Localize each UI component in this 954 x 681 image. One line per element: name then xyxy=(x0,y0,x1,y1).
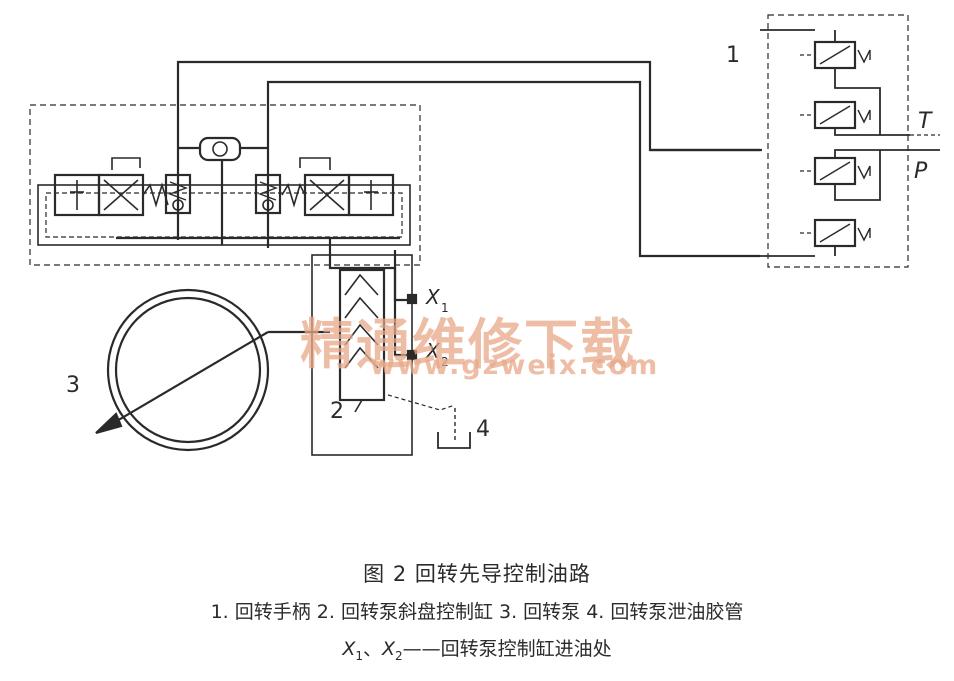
callout-1: 1 xyxy=(726,43,740,68)
figure-title: 图 2 回转先导控制油路 xyxy=(363,562,591,586)
callout-2: 2 xyxy=(330,399,344,424)
figure-legend: 1. 回转手柄 2. 回转泵斜盘控制缸 3. 回转泵 4. 回转泵泄油胶管 xyxy=(210,601,744,623)
shuttle-valve xyxy=(198,136,242,162)
callout-4: 4 xyxy=(476,417,490,442)
callout-3: 3 xyxy=(66,373,80,398)
port-note-x1: X xyxy=(342,638,356,660)
drain-channel-inner xyxy=(45,192,403,238)
port-note-sep: 、 xyxy=(362,638,382,660)
port-x1-sub: 1 xyxy=(441,301,449,315)
left-proportional-valve xyxy=(53,157,169,217)
left-check-valve xyxy=(164,173,192,215)
pump-inner-circle xyxy=(114,296,262,444)
valve-block-outline xyxy=(29,104,421,266)
port-x2-sub: 2 xyxy=(441,355,449,369)
left-check-body xyxy=(164,173,192,215)
shuttle-body xyxy=(198,136,242,162)
right-check-valve xyxy=(254,173,282,215)
watermark-chinese: 精通维修下载 xyxy=(300,313,636,376)
pilot-handle-block xyxy=(760,14,940,268)
reducing-valve-4 xyxy=(813,218,871,248)
port-x2-label: X xyxy=(425,339,441,363)
drain-tank xyxy=(437,408,471,449)
port-note-x2: X xyxy=(382,638,396,660)
handle-block-outline xyxy=(767,14,909,268)
pump-arrow-head xyxy=(95,412,123,435)
port-note-sub1: 1 xyxy=(355,648,363,663)
swing-pump xyxy=(95,288,270,452)
port-t-label: T xyxy=(918,109,933,134)
reducing-valve-1 xyxy=(813,40,871,70)
watermark-url: www.gzweix.com xyxy=(370,350,660,381)
port-note-sub2: 2 xyxy=(395,648,403,663)
diagram-labels: 1 2 3 4 T P X 1 X 2 xyxy=(66,43,933,442)
figure-port-note: X1、X2——回转泵控制缸进油处 xyxy=(0,634,954,663)
port-x1-label: X xyxy=(425,285,441,309)
reducing-valve-3 xyxy=(813,156,871,186)
feed-x2 xyxy=(393,250,412,357)
port-x1-marker xyxy=(406,293,418,305)
valve-block-left xyxy=(29,104,421,266)
pump-arrow-shaft xyxy=(109,331,269,426)
right-valve-sq2 xyxy=(347,173,395,217)
pilot-line-b xyxy=(266,80,760,258)
reducing-valve-2 xyxy=(813,100,871,130)
port-p-label: P xyxy=(914,159,928,184)
right-proportional-valve xyxy=(281,157,395,217)
hydraulic-circuit-diagram: 1 2 3 4 T P X 1 X 2 xyxy=(29,14,940,456)
port-note-rest: ——回转泵控制缸进油处 xyxy=(402,638,612,660)
drain-channel-outer xyxy=(37,184,411,246)
right-check-body xyxy=(254,173,282,215)
pump-control-block xyxy=(311,254,456,456)
pump-outer-circle xyxy=(106,288,270,452)
pilot-lines xyxy=(116,60,762,357)
port-x2-marker xyxy=(406,349,418,361)
